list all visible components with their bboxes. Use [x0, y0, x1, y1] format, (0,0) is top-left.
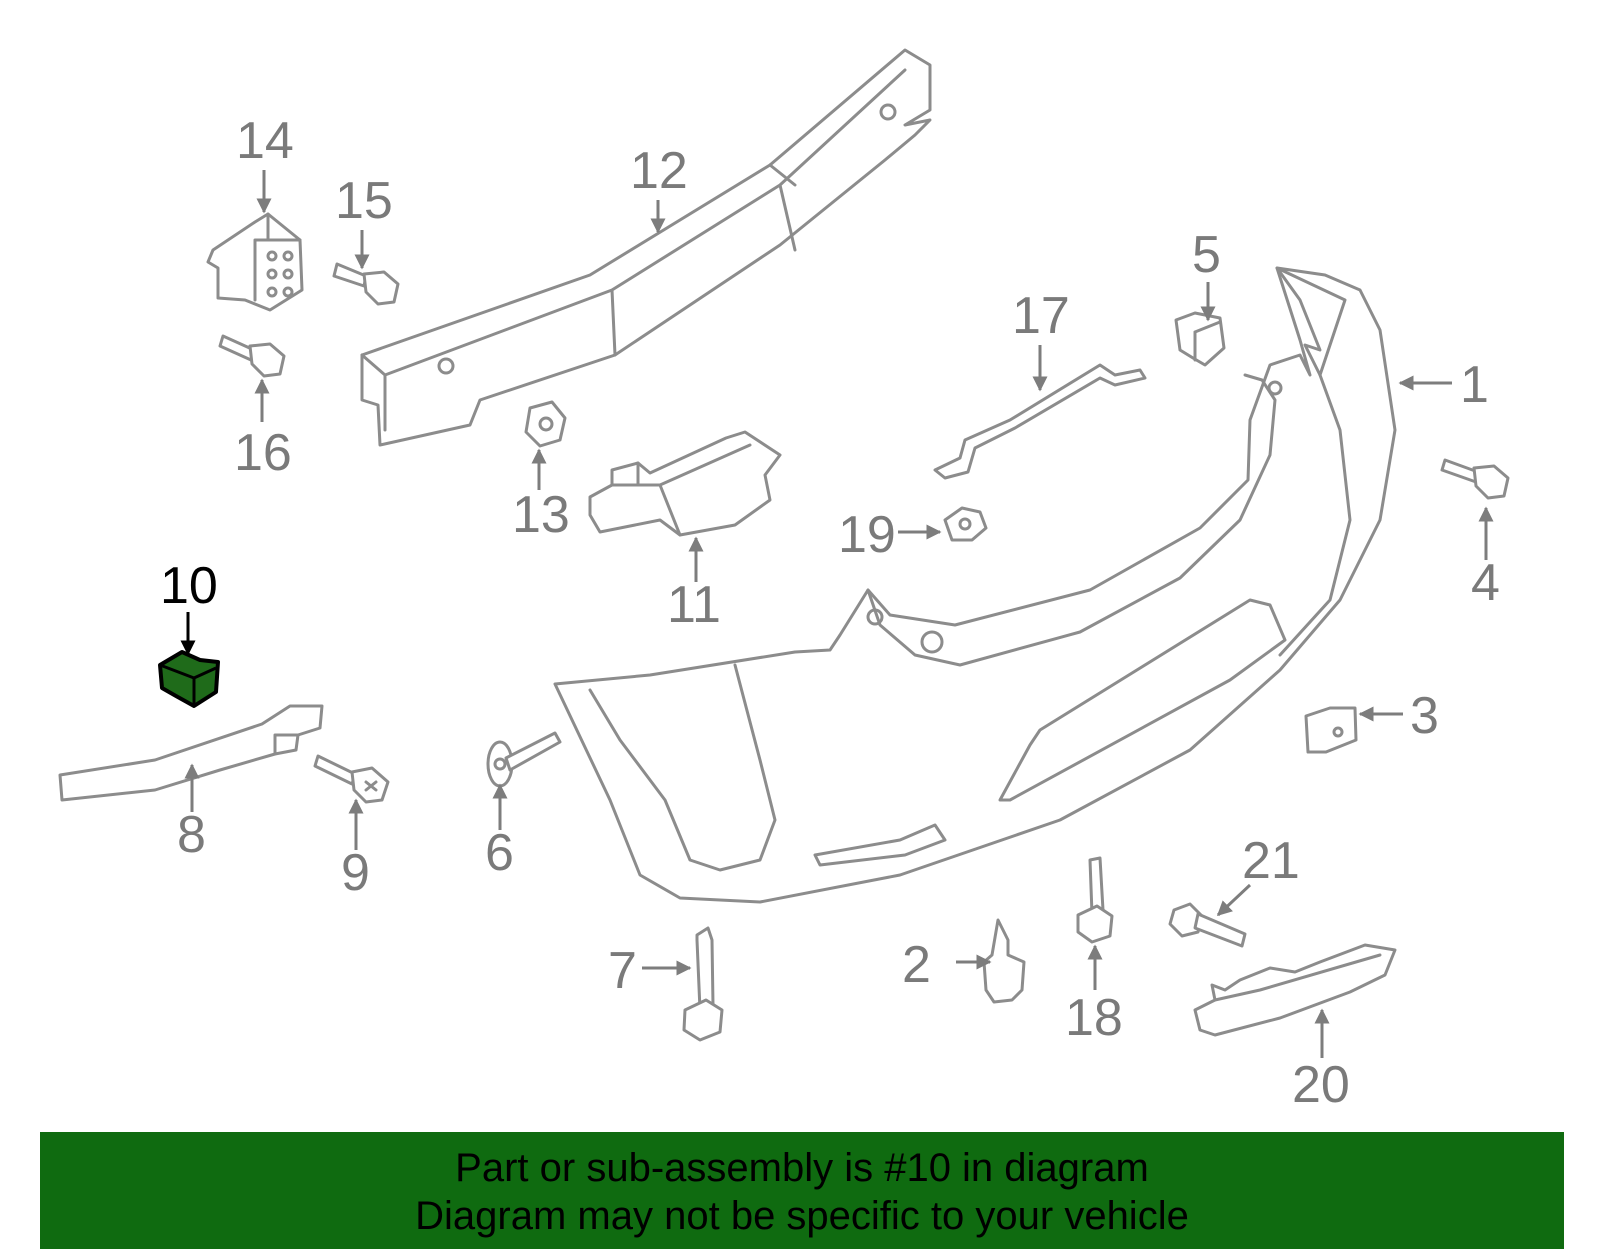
callout-labels: 1 2 3 4 5 6 7 8 9 10 11 12 13 14 15 16 1…: [160, 112, 1500, 1114]
callout-5: 5: [1192, 226, 1221, 284]
callout-15: 15: [335, 172, 393, 230]
part-21-bolt: [1168, 902, 1247, 948]
callout-6: 6: [485, 824, 514, 882]
part-5-clip: [1174, 311, 1226, 367]
part-14-bracket: [206, 212, 304, 312]
callout-7: 7: [608, 942, 637, 1000]
callout-1: 1: [1460, 356, 1489, 414]
part-1-bumper-cover: [553, 266, 1397, 904]
part-13-nut: [524, 400, 567, 448]
callout-18: 18: [1065, 989, 1123, 1047]
callout-13: 13: [512, 486, 570, 544]
part-4-bolt: [1440, 458, 1510, 500]
part-11-bracket: [588, 430, 782, 537]
part-17-strip: [933, 363, 1147, 480]
part-10-clip: [158, 650, 220, 708]
part-12-reinforcement-beam: [360, 48, 932, 447]
info-banner: Part or sub-assembly is #10 in diagram D…: [40, 1132, 1564, 1249]
part-15-bolt: [332, 262, 400, 306]
callout-19: 19: [838, 506, 896, 564]
callout-14: 14: [236, 112, 294, 170]
callout-17: 17: [1012, 287, 1070, 345]
part-18-screw: [1076, 856, 1114, 944]
callout-4: 4: [1471, 554, 1500, 612]
part-8-molding: [58, 704, 324, 802]
part-6-screw: [486, 731, 562, 788]
part-3-clip: [1304, 706, 1358, 754]
part-19-nut: [943, 506, 988, 542]
part-20-reflector: [1193, 943, 1397, 1037]
callout-16: 16: [234, 424, 292, 482]
callout-21: 21: [1242, 832, 1300, 890]
callout-2: 2: [902, 936, 931, 994]
callout-arrows: [180, 170, 1494, 1058]
part-16-bolt: [218, 334, 286, 378]
callout-20: 20: [1292, 1056, 1350, 1114]
callout-10: 10: [160, 557, 218, 615]
banner-line-1: Part or sub-assembly is #10 in diagram: [455, 1146, 1149, 1190]
callout-11: 11: [667, 576, 721, 634]
callout-8: 8: [177, 806, 206, 864]
part-9-bolt: [313, 754, 390, 804]
arrow-21: [1216, 883, 1252, 917]
part-7-screw: [682, 926, 724, 1042]
callout-9: 9: [341, 844, 370, 902]
callout-12: 12: [630, 142, 688, 200]
banner-line-2: Diagram may not be specific to your vehi…: [415, 1194, 1189, 1238]
callout-3: 3: [1410, 687, 1439, 745]
